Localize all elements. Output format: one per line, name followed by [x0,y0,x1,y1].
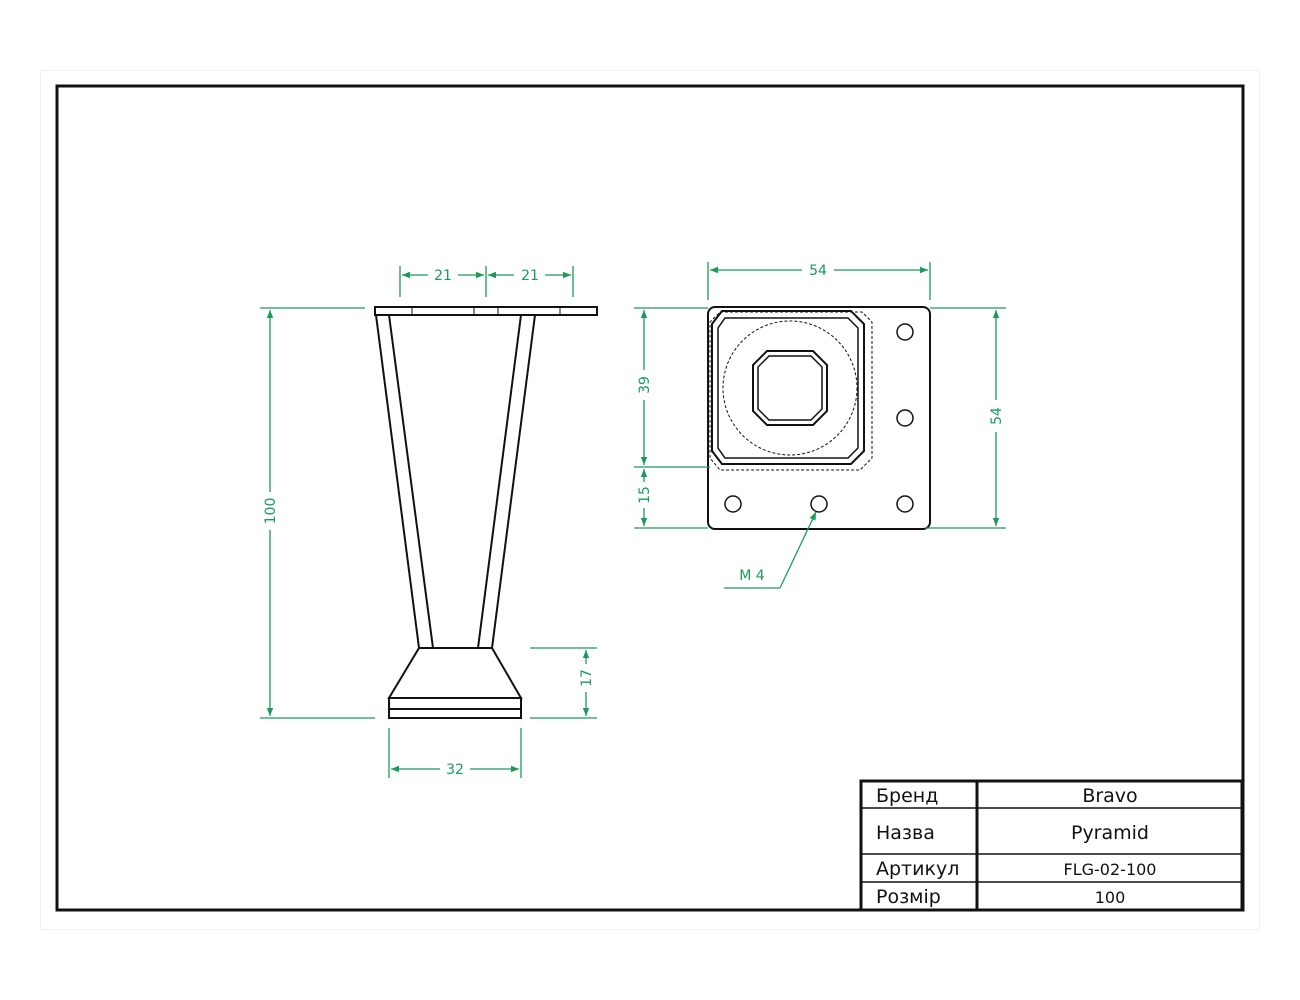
plate-chamfer-square [711,310,865,465]
title-value-brand: Bravo [1082,785,1137,807]
sheet-background [40,70,1260,930]
title-block-texts: Бренд Bravo Назва Pyramid Артикул FLG-02… [876,785,1156,908]
leg-outer-left [375,314,420,649]
tube-hidden-circle [722,320,858,456]
mount-hole-icon [896,323,914,341]
title-label-size: Розмір [876,886,941,908]
mount-hole-icon [724,495,742,513]
top-view [707,306,931,530]
title-block [859,779,1244,912]
leg-foot [387,647,523,699]
plate-outline [707,306,931,530]
leg-inner-left [388,314,434,649]
top-view-dimension-texts: 54 54 39 15 M 4 [637,263,1005,584]
title-label-article: Артикул [876,858,959,880]
title-value-size: 100 [1095,888,1126,907]
side-view [374,306,598,719]
tube-outer-octagon [752,350,828,426]
dim-base-width-text: 32 [446,762,464,778]
title-value-article: FLG-02-100 [1064,860,1157,879]
dim-plate-height-text: 54 [989,407,1005,425]
title-label-name: Назва [876,822,935,844]
drawing-frame [55,84,1245,912]
dim-plate-width-text: 54 [809,263,827,279]
top-view-dimensions [634,262,1006,589]
dim-plate-lower-text: 15 [637,486,653,504]
dim-height-text: 100 [263,498,279,525]
title-block-frame [859,779,1244,912]
title-value-name: Pyramid [1071,822,1149,844]
dim-plate-upper-text: 39 [637,376,653,394]
leg-inner-right [477,314,522,649]
side-top-plate [374,306,598,316]
tube-inner-octagon [757,355,823,421]
leg-outer-right [491,314,536,649]
plate-chamfer-inner [717,317,859,459]
plate-hidden-outline [709,311,873,471]
mount-hole-icon [896,409,914,427]
dim-top-right-text: 21 [521,268,539,284]
mount-hole-icon [896,495,914,513]
dim-base-height-text: 17 [579,669,595,687]
thread-label: M 4 [739,568,765,584]
mount-hole-icon [810,495,828,513]
dim-top-left-text: 21 [434,268,452,284]
title-label-brand: Бренд [876,785,938,807]
side-view-dimension-texts: 21 21 100 17 32 [263,268,595,778]
side-view-dimensions [260,266,597,778]
